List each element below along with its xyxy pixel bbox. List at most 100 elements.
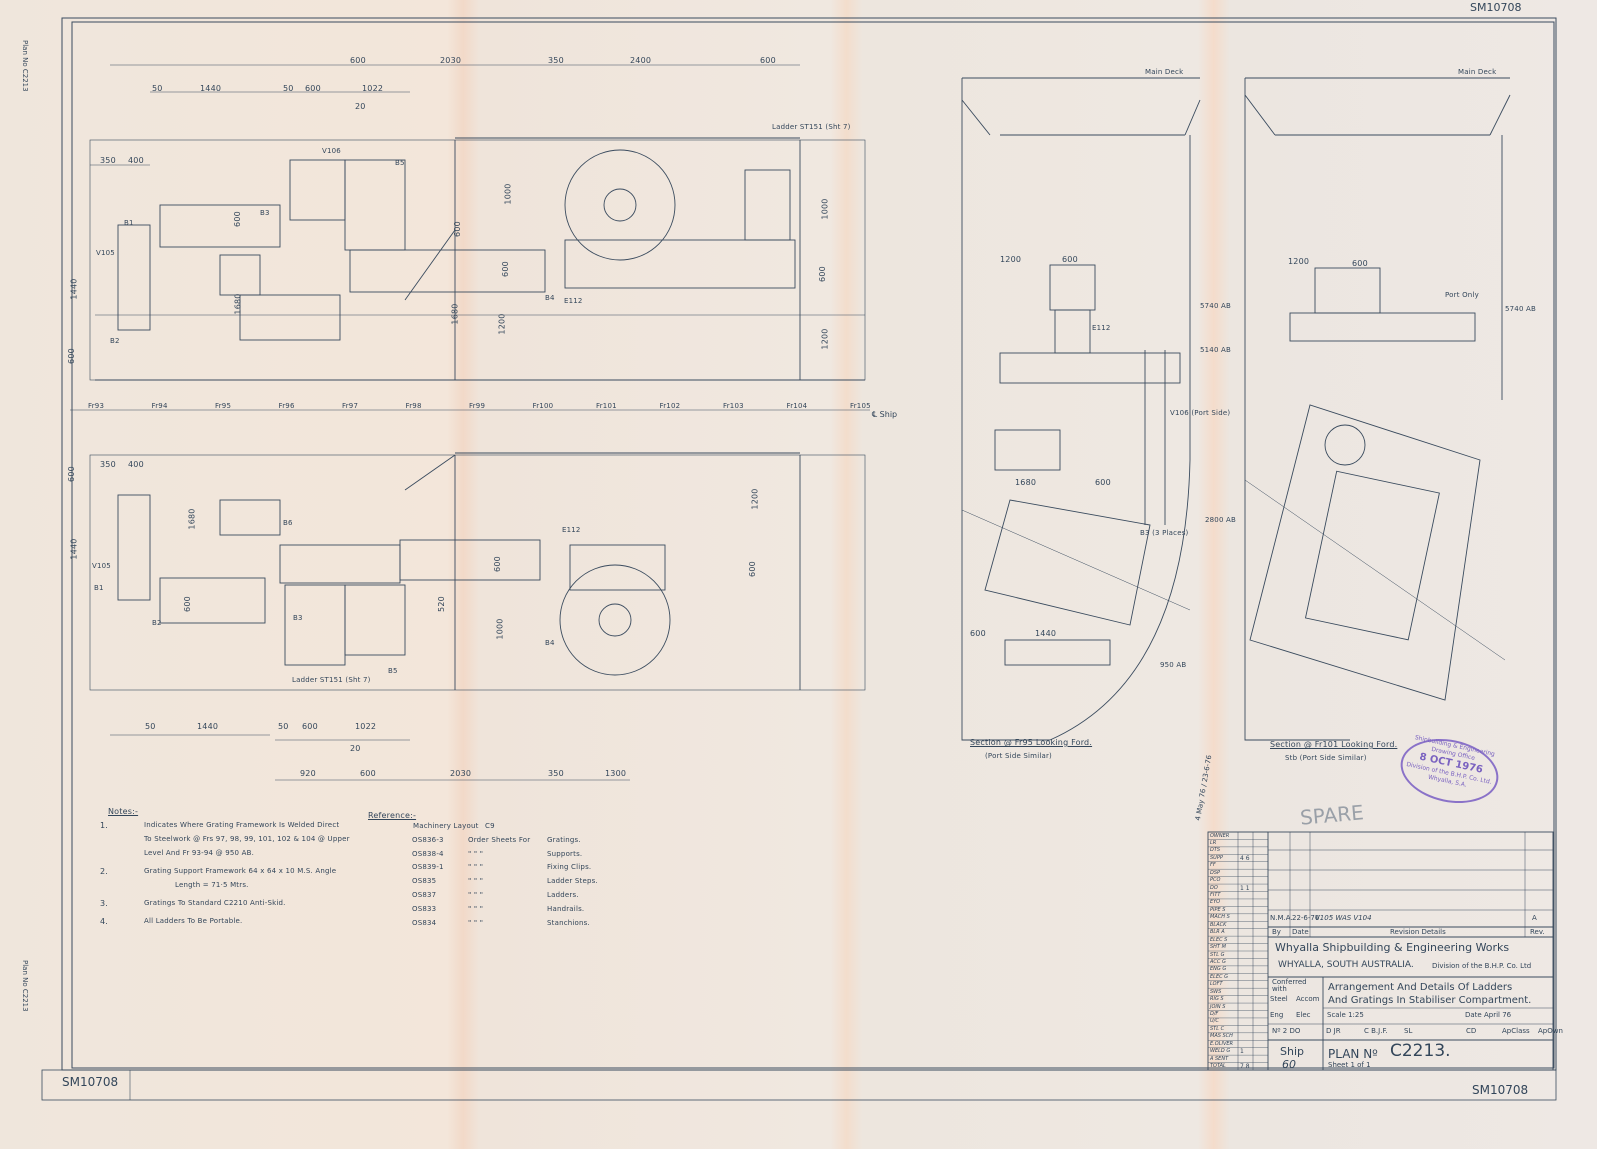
- frame-label: Fr105: [850, 402, 871, 410]
- apclass-label: ApClass: [1502, 1027, 1530, 1035]
- level-label: 5140 AB: [1200, 346, 1232, 354]
- dimension-label: 1440: [69, 538, 79, 560]
- department-count: 1 1: [1240, 884, 1250, 892]
- sheet-id-bottom-left: SM10708: [62, 1075, 119, 1089]
- frame-label: Fr98: [405, 402, 422, 410]
- dimension-label: 600: [1062, 255, 1078, 264]
- frame-label: Fr104: [786, 402, 808, 410]
- drawn-label: D: [1326, 1027, 1332, 1035]
- rev-header-date: Date: [1292, 928, 1309, 936]
- dimension-label: 520: [436, 596, 446, 612]
- note-number: 2.: [100, 867, 109, 876]
- dimension-label: 600: [66, 348, 76, 364]
- dimension-label: 1200: [820, 328, 830, 350]
- notes-heading: Notes:-: [108, 807, 139, 816]
- dimension-label: 350: [100, 156, 116, 165]
- no-label: Nº 2: [1272, 1027, 1288, 1035]
- dimension-label: 1300: [605, 769, 627, 778]
- department-label: FITT: [1210, 892, 1221, 898]
- dimension-label: 600: [1095, 478, 1111, 487]
- dimension-label: 600: [747, 561, 757, 577]
- dimension-label: 1000: [495, 618, 505, 640]
- dimension-label: 1200: [750, 488, 760, 510]
- frame-label: Fr103: [723, 402, 744, 410]
- section-fr101-deck: Main Deck: [1458, 68, 1497, 76]
- department-count: 4 6: [1240, 854, 1250, 862]
- checked-by: B.J.F.: [1371, 1027, 1388, 1035]
- reference-item: Supports.: [547, 849, 583, 858]
- section-fr95-deck: Main Deck: [1145, 68, 1184, 76]
- dimension-label: 920: [300, 769, 316, 778]
- sheet-count: Sheet 1 of 1: [1328, 1061, 1371, 1069]
- note-text: All Ladders To Be Portable.: [144, 917, 243, 925]
- dimension-label: 1440: [197, 722, 219, 731]
- note-text: Level And Fr 93-94 @ 950 AB.: [144, 849, 255, 857]
- department-label: MACH S: [1210, 914, 1230, 921]
- section-fr101-title: Section @ Fr101 Looking Ford.: [1270, 740, 1398, 749]
- department-label: TOTAL: [1210, 1063, 1226, 1070]
- part-label: B5: [388, 667, 398, 675]
- department-label: BLACK: [1210, 921, 1227, 928]
- reference-item: Ladder Steps.: [547, 877, 598, 886]
- department-label: ELEC G: [1210, 973, 1229, 980]
- rev-header-details: Revision Details: [1390, 928, 1446, 936]
- ship-label: Ship: [1280, 1045, 1304, 1058]
- department-label: SHT M: [1210, 944, 1226, 951]
- scale-label: Scale: [1327, 1011, 1346, 1019]
- dimension-label: 400: [128, 460, 144, 469]
- frame-label: Fr95: [215, 402, 232, 410]
- department-count: 7 8: [1240, 1063, 1250, 1071]
- reference-code: OS836-3: [412, 835, 444, 844]
- reference-item: Fixing Clips.: [547, 863, 592, 872]
- part-label: V105: [96, 249, 115, 257]
- drawing-title-line1: Arrangement And Details Of Ladders: [1328, 982, 1513, 993]
- department-grid: [1208, 831, 1268, 1063]
- section-fr95-subtitle: (Port Side Similar): [985, 752, 1052, 760]
- plan-label: PLAN Nº: [1328, 1047, 1378, 1061]
- section-fr101-view: [1244, 77, 1511, 741]
- reference-desc: C9: [485, 822, 495, 830]
- department-label: WELD G: [1210, 1048, 1231, 1055]
- reference-desc: " " ": [468, 849, 484, 858]
- dimension-label: 1200: [1288, 257, 1310, 266]
- department-label: PIPE S: [1210, 906, 1226, 913]
- dimension-label: 50: [145, 722, 156, 731]
- part-label: B2: [110, 337, 120, 345]
- spare-annotation: SPARE: [1299, 800, 1365, 830]
- reference-code: Machinery Layout: [413, 822, 479, 830]
- department-label: BLR A: [1210, 929, 1225, 936]
- note-text: To Steelwork @ Frs 97, 98, 99, 101, 102 …: [144, 835, 350, 843]
- conferred-accom: Accom: [1296, 995, 1320, 1003]
- department-count: 1: [1240, 1048, 1244, 1056]
- department-label: STL G: [1210, 951, 1225, 958]
- dimension-label: 1680: [187, 508, 197, 530]
- department-label: EYO: [1210, 899, 1221, 906]
- company-location: WHYALLA, SOUTH AUSTRALIA.: [1278, 960, 1414, 970]
- reference-code: OS835: [412, 877, 437, 886]
- department-label: DSP: [1210, 869, 1221, 876]
- department-label: DO: [1210, 884, 1218, 891]
- rev-header-by: By: [1272, 928, 1281, 936]
- level-label: 5740 AB: [1505, 305, 1537, 313]
- dimension-label: 1200: [497, 313, 507, 335]
- revision-details: V105 WAS V104: [1315, 914, 1372, 922]
- dimension-label: 2030: [450, 769, 472, 778]
- dimension-label: 1680: [1015, 478, 1037, 487]
- reference-code: OS837: [412, 891, 437, 899]
- dimension-label: 600: [350, 56, 366, 65]
- reference-desc: " " ": [468, 863, 484, 872]
- department-label: STL C: [1210, 1025, 1225, 1032]
- dimension-label: 600: [452, 221, 462, 237]
- dimension-label: 2400: [630, 56, 652, 65]
- revision-letter: A: [1532, 914, 1537, 922]
- rev-header-rev: Rev.: [1530, 928, 1545, 936]
- frame-label: Fr101: [596, 402, 617, 410]
- department-label: SWS: [1210, 988, 1222, 995]
- cd-label: CD: [1466, 1027, 1477, 1035]
- reference-item: Stanchions.: [547, 918, 590, 927]
- dimension-label: 600: [492, 556, 502, 572]
- department-label: A SENT: [1210, 1055, 1229, 1062]
- note-text: Grating Support Framework 64 x 64 x 10 M…: [144, 867, 337, 875]
- side-plan-no-bottom: Plan No C2213: [21, 960, 29, 1012]
- dimension-label: 1680: [233, 293, 243, 315]
